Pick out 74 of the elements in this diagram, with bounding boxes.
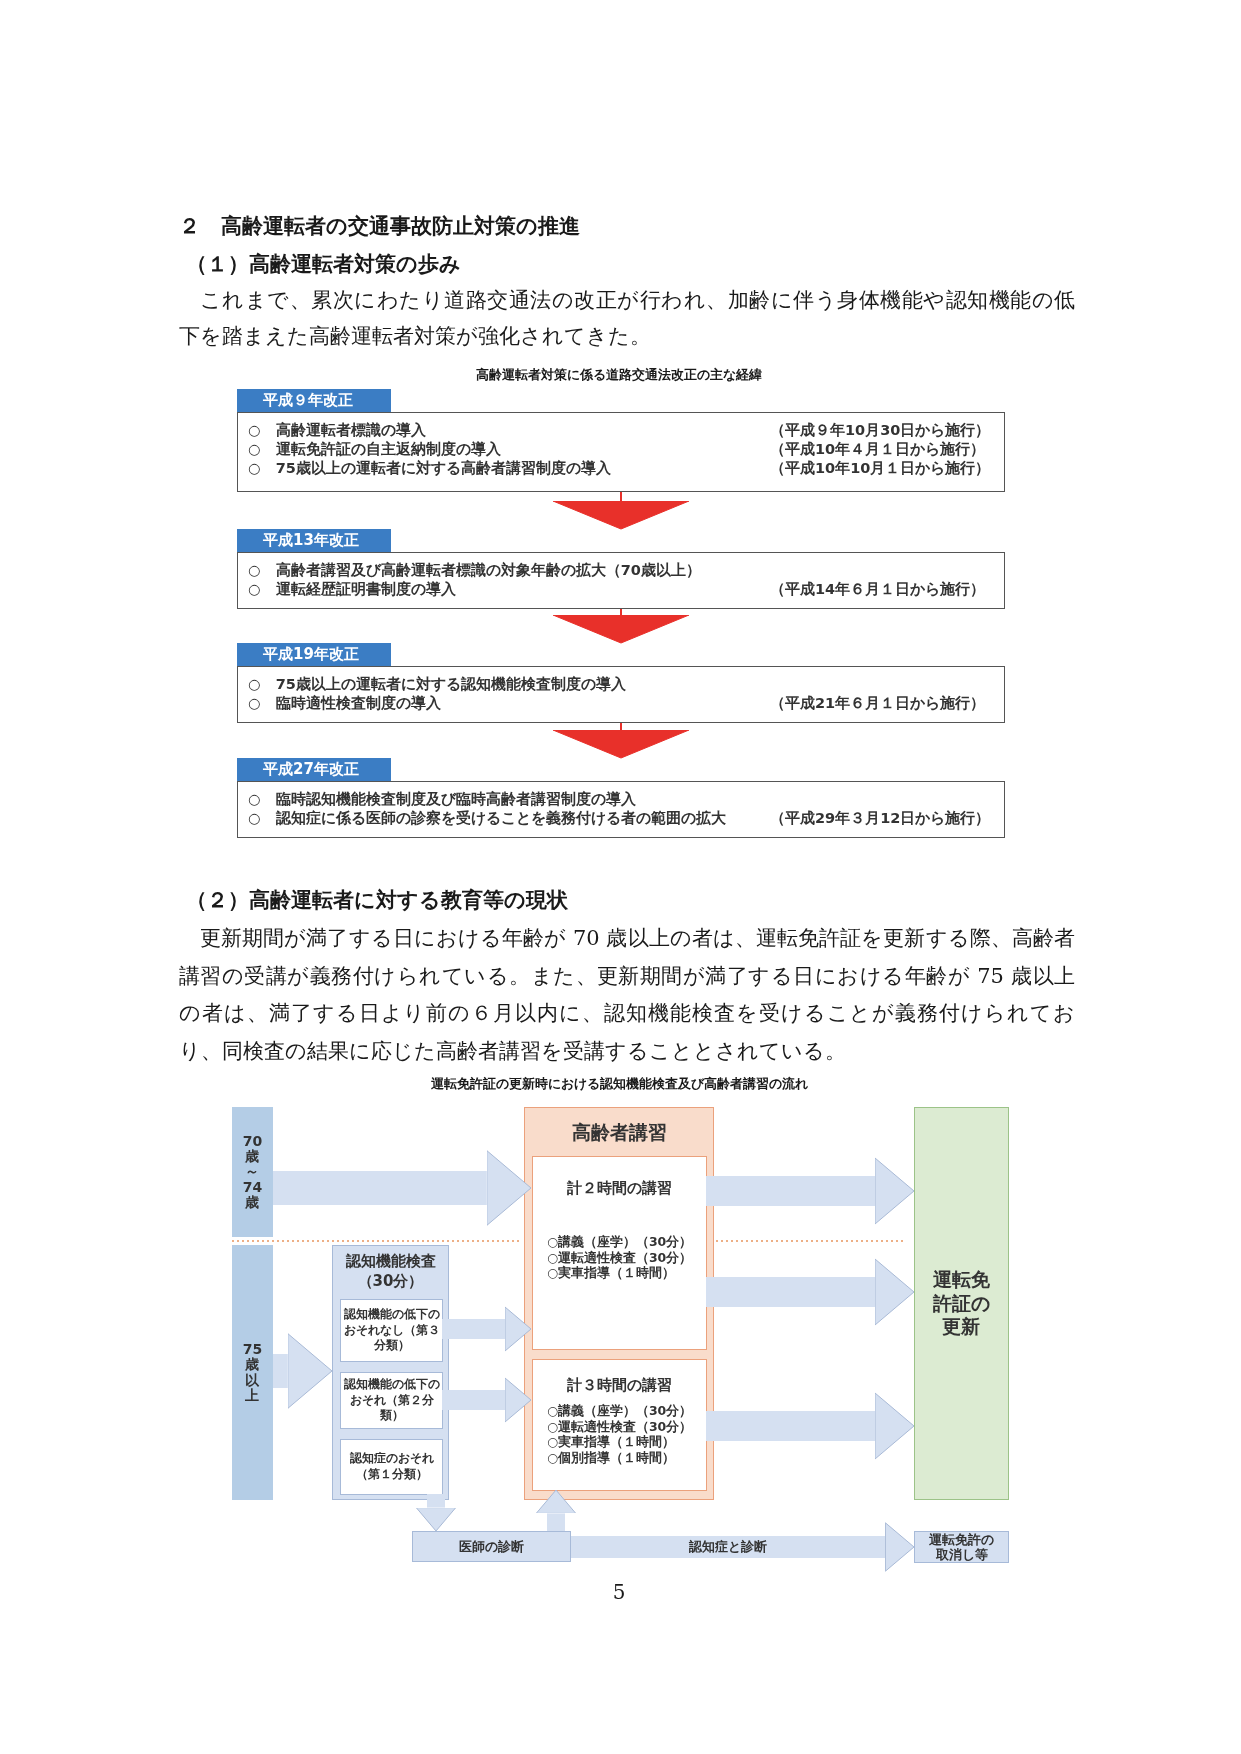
- age-text: 75歳以上: [241, 1341, 264, 1404]
- course-item: ○講義（座学）（30分）: [547, 1403, 694, 1419]
- block-arrow: [273, 1333, 333, 1409]
- date-text: （平成21年６月１日から施行）: [770, 694, 987, 713]
- tab-header: 平成９年改正: [237, 389, 391, 412]
- course-title: 計３時間の講習: [566, 1376, 673, 1395]
- section-heading: （２）高齢運転者に対する教育等の現状: [186, 887, 568, 914]
- page-number: 5: [612, 1580, 626, 1604]
- item-text: ○ 75歳以上の運転者に対する高齢者講習制度の導入: [248, 459, 611, 478]
- course-item: ○個別指導（１時間）: [547, 1449, 676, 1466]
- renewal-box: [914, 1107, 1009, 1500]
- item-text: ○ 臨時適性検査制度の導入: [248, 694, 441, 713]
- figure-caption: 運転免許証の更新時における認知機能検査及び高齢者講習の流れ: [430, 1075, 808, 1093]
- item-text: ○ 臨時認知機能検査制度及び臨時高齢者講習制度の導入: [248, 790, 636, 809]
- date-text: （平成14年６月１日から施行）: [770, 580, 987, 599]
- block-arrow: [442, 1377, 532, 1423]
- result-box: [340, 1299, 443, 1362]
- revision-box: [237, 389, 1005, 492]
- result-text: 認知症のおそれ（第１分類）: [348, 1451, 435, 1483]
- course-box: [532, 1359, 707, 1491]
- course-item: ○講義（座学）（30分）: [547, 1234, 694, 1250]
- revision-box: [237, 643, 1005, 723]
- item-text: ○ 運転経歴証明書制度の導入: [248, 580, 456, 599]
- date-text: （平成10年４月１日から施行）: [770, 440, 987, 459]
- result-text: 認知機能の低下のおそれなし（第３分類）: [343, 1307, 440, 1354]
- course-item: ○運転適性検査（30分）: [547, 1418, 694, 1434]
- revision-box: [237, 758, 1005, 838]
- chevron-arrow: [552, 491, 690, 530]
- result-box: [340, 1439, 443, 1495]
- test-group-box: [332, 1245, 449, 1500]
- renewal-text: 運転免許証の更新: [932, 1267, 991, 1340]
- item-text: ○ 運転免許証の自主返納制度の導入: [248, 440, 501, 459]
- tab-header: 平成27年改正: [237, 758, 391, 781]
- block-arrow: [535, 1489, 577, 1531]
- group-title: 認知機能検査（30分）: [344, 1252, 437, 1291]
- block-arrow: [706, 1258, 915, 1326]
- course-item: ○運転適性検査（30分）: [547, 1249, 694, 1265]
- body-paragraph: 更新期間が満了する日における年齢が 70 歳以上の者は、運転免許証を更新する際、高齢者講習の受講が義務付けられている。また、更新期間が満了する日における年齢が 75 歳以上の者は、満了する日より前の６月以内に、認知機能検査を受けることが義務付けられており、同検査の結果に応じた高齢者講習を受講することとされている。: [179, 925, 1075, 1065]
- revision-box: [237, 529, 1005, 609]
- item-text: ○ 高齢者講習及び高齢運転者標識の対象年齢の拡大（70歳以上）: [248, 561, 701, 580]
- block-arrow: [442, 1306, 532, 1352]
- item-text: ○ 認知症に係る医師の診察を受けることを義務付ける者の範囲の拡大: [248, 809, 726, 828]
- tab-header: 平成19年改正: [237, 643, 391, 666]
- group-title: 高齢者講習: [570, 1120, 668, 1145]
- age-band: [232, 1107, 273, 1237]
- block-arrow: [571, 1522, 915, 1572]
- step-text: 医師の診断: [459, 1539, 524, 1554]
- page-title: ２ 高齢運転者の交通事故防止対策の推進: [179, 213, 580, 240]
- age-text: 70歳～74歳: [241, 1133, 264, 1211]
- item-text: ○ 75歳以上の運転者に対する認知機能検査制度の導入: [248, 675, 626, 694]
- step-box: [914, 1531, 1009, 1563]
- chevron-arrow: [552, 608, 690, 644]
- date-text: （平成29年３月12日から施行）: [770, 809, 992, 828]
- block-arrow: [415, 1494, 457, 1532]
- course-box: [532, 1156, 707, 1350]
- course-item: ○実車指導（１時間）: [547, 1434, 676, 1450]
- section-heading: （１）高齢運転者対策の歩み: [186, 251, 461, 278]
- figure-caption: 高齢運転者対策に係る道路交通法改正の主な経緯: [476, 366, 762, 384]
- block-arrow: [273, 1150, 532, 1226]
- result-text: 認知機能の低下のおそれ（第２分類）: [343, 1377, 440, 1424]
- date-text: （平成９年10月30日から施行）: [770, 421, 992, 440]
- item-text: ○ 高齢運転者標識の導入: [248, 421, 426, 440]
- course-group-box: [524, 1107, 714, 1500]
- course-title: 計２時間の講習: [566, 1179, 673, 1198]
- block-arrow: [706, 1392, 915, 1460]
- step-box: [412, 1531, 571, 1562]
- course-item: ○実車指導（１時間）: [547, 1265, 676, 1281]
- step-text: 運転免許の取消し等: [929, 1532, 994, 1562]
- chevron-arrow: [552, 722, 690, 759]
- date-text: （平成10年10月１日から施行）: [770, 459, 992, 478]
- tab-header: 平成13年改正: [237, 529, 391, 552]
- block-arrow: [706, 1157, 915, 1225]
- age-band: [232, 1245, 273, 1500]
- body-paragraph: これまで、累次にわたり道路交通法の改正が行われ、加齢に伴う身体機能や認知機能の低下を踏まえた高齢運転者対策が強化されてきた。: [179, 287, 1075, 350]
